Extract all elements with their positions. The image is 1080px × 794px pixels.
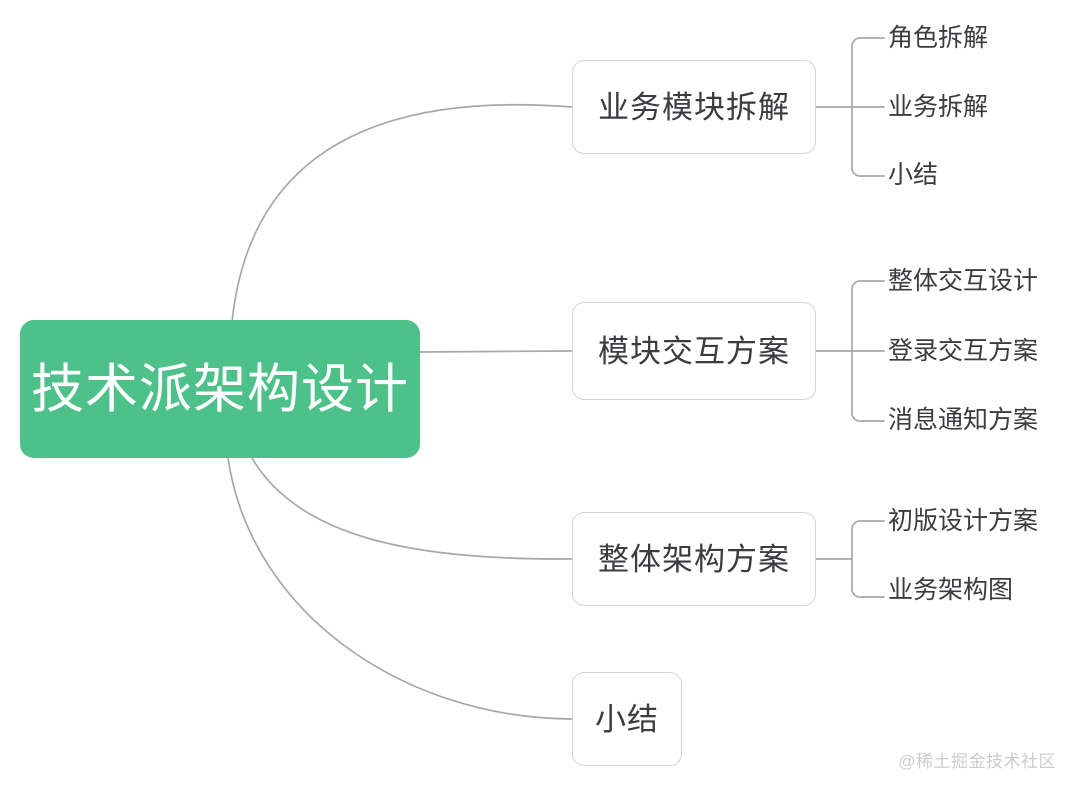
branch-node-2[interactable]: 模块交互方案 — [572, 302, 816, 400]
leaf-label-1-1[interactable]: 角色拆解 — [888, 24, 989, 52]
branch-node-2-label: 模块交互方案 — [598, 333, 790, 369]
watermark: @稀土掘金技术社区 — [898, 752, 1056, 771]
branch-node-4[interactable]: 小结 — [572, 672, 682, 766]
leaf-label-1-3[interactable]: 小结 — [888, 161, 939, 189]
bracket-branch-2 — [851, 280, 885, 422]
leaf-label-3-1[interactable]: 初版设计方案 — [888, 507, 1039, 535]
leaf-label-2-1[interactable]: 整体交互设计 — [888, 267, 1039, 295]
branch-node-1[interactable]: 业务模块拆解 — [572, 60, 816, 154]
branch-node-1-label: 业务模块拆解 — [598, 89, 790, 125]
leaf-label-2-3[interactable]: 消息通知方案 — [888, 406, 1039, 434]
leaf-label-2-2[interactable]: 登录交互方案 — [888, 337, 1039, 365]
edge-root-to-branch-4 — [227, 457, 573, 720]
leaf-label-1-2[interactable]: 业务拆解 — [888, 93, 989, 121]
branch-node-4-label: 小结 — [595, 701, 659, 737]
branch-node-3-label: 整体架构方案 — [598, 541, 790, 577]
leaf-label-3-2[interactable]: 业务架构图 — [888, 576, 1014, 604]
root-node[interactable]: 技术派架构设计 — [20, 320, 420, 458]
bracket-branch-1 — [851, 37, 885, 177]
edge-root-to-branch-3 — [251, 457, 573, 560]
root-node-label: 技术派架构设计 — [31, 359, 409, 419]
edge-root-to-branch-1 — [231, 103, 573, 323]
bracket-branch-3 — [851, 520, 885, 598]
branch-node-3[interactable]: 整体架构方案 — [572, 512, 816, 606]
edge-root-to-branch-2 — [419, 350, 573, 353]
